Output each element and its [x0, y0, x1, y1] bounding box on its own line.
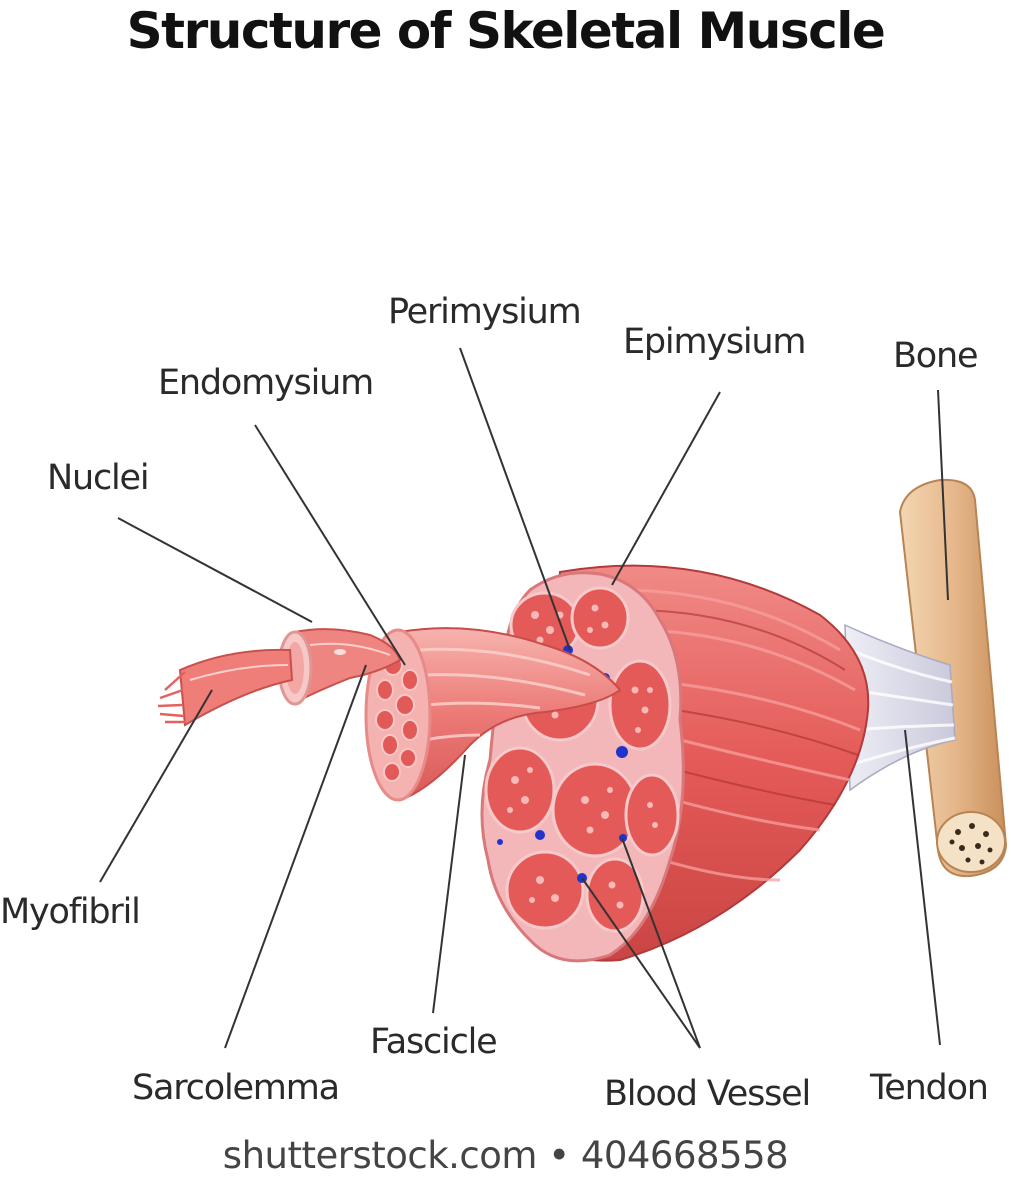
label-epimysium: Epimysium: [623, 322, 807, 362]
diagram-title: Structure of Skeletal Muscle: [126, 2, 886, 60]
leader-epimysium: [611, 391, 721, 586]
leader-endomysium: [254, 424, 406, 666]
leader-myofibril: [99, 689, 213, 883]
label-tendon: Tendon: [870, 1068, 989, 1108]
leader-nuclei: [117, 517, 313, 623]
watermark-site: shutterstock.com: [222, 1134, 538, 1177]
leader-blood-vessel-1: [621, 837, 701, 1049]
bone: [898, 478, 1008, 878]
label-fascicle: Fascicle: [370, 1022, 498, 1062]
label-blood-vessel: Blood Vessel: [604, 1074, 811, 1114]
watermark: shutterstock.com • 404668558: [0, 1134, 1011, 1177]
watermark-image-number: 404668558: [580, 1134, 789, 1177]
leader-fascicle: [432, 754, 466, 1014]
leader-bone: [937, 389, 949, 601]
tendon: [844, 623, 956, 792]
leader-sarcolemma: [224, 664, 367, 1049]
muscle-cross-section: [480, 571, 685, 963]
leader-blood-vessel-2: [581, 877, 701, 1049]
leader-lines: [99, 347, 949, 1049]
blood-vessels: [497, 645, 628, 883]
leader-tendon: [904, 729, 941, 1046]
label-myofibril: Myofibril: [0, 892, 141, 932]
leader-perimysium: [459, 347, 571, 651]
watermark-separator: •: [548, 1134, 570, 1177]
label-endomysium: Endomysium: [158, 363, 374, 403]
label-perimysium: Perimysium: [388, 292, 582, 332]
label-bone: Bone: [893, 336, 979, 376]
label-sarcolemma: Sarcolemma: [132, 1068, 340, 1108]
label-nuclei: Nuclei: [47, 458, 150, 498]
fascicle: [364, 627, 622, 802]
myofibril: [157, 648, 294, 727]
